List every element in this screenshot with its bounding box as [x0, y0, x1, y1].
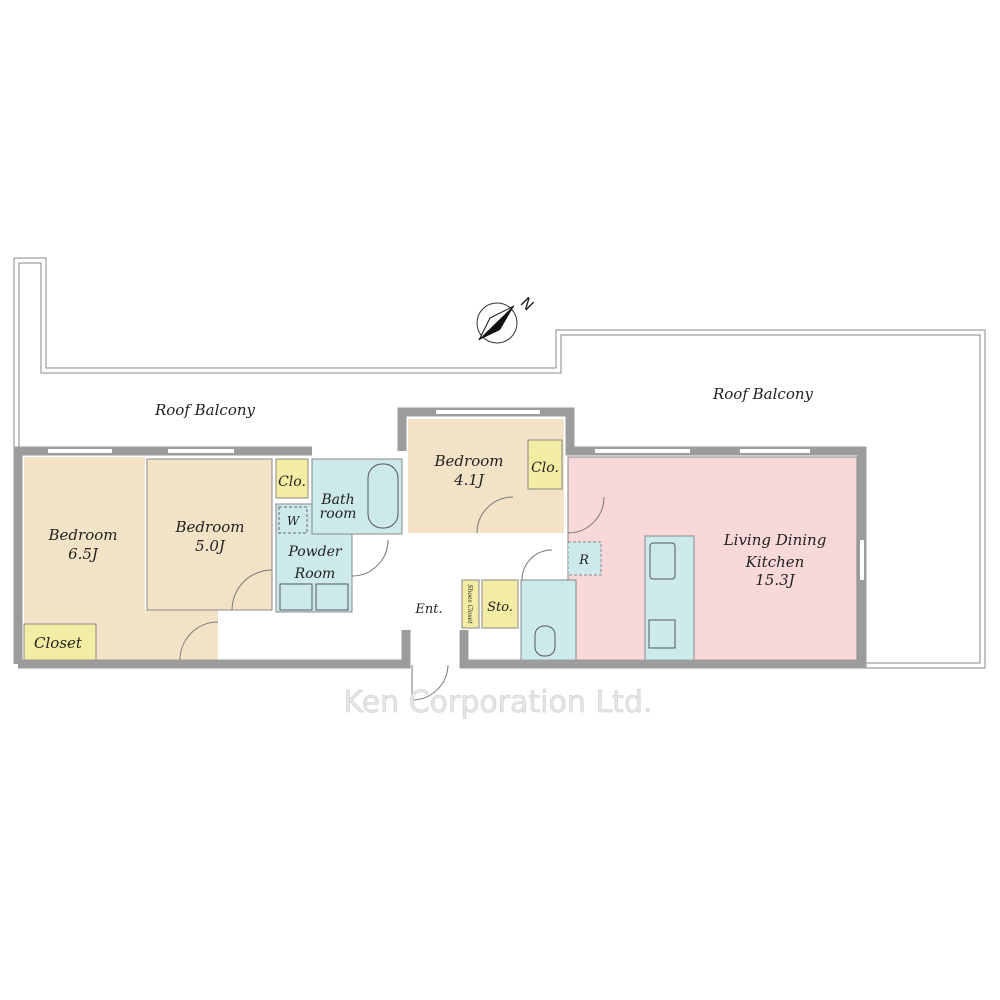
closet-3 [527, 439, 563, 490]
ldk [567, 456, 858, 661]
balcony-railing [13, 257, 986, 669]
room-name: Living Dining [723, 531, 827, 549]
powder-label: Powder [287, 544, 343, 560]
storage [481, 579, 519, 629]
north-label: N [517, 294, 538, 315]
room-size: 15.3J [755, 571, 795, 589]
sink-icon [279, 583, 313, 611]
room-size: 6.5J [68, 545, 99, 563]
bath-label: room [320, 506, 357, 522]
storage-label: Sto. [487, 600, 513, 615]
room-name: Bedroom [48, 526, 118, 544]
shoe-closet [461, 579, 480, 629]
north-arrow-icon: N [476, 294, 538, 344]
toilet-icon [534, 625, 556, 657]
bedroom-5-0j [146, 458, 273, 611]
watermark: Ken Corporation Ltd. [344, 685, 653, 720]
room-name: Bedroom [434, 452, 504, 470]
closet-2 [275, 458, 309, 499]
door-swings [179, 496, 605, 701]
entrance-label: Ent. [414, 602, 442, 617]
fridge-space [567, 541, 602, 576]
kitchen-sink-icon [649, 542, 676, 580]
windows [48, 410, 864, 580]
toilet-room [520, 579, 577, 661]
fridge-label: R [578, 553, 589, 568]
sink-icon [315, 583, 349, 611]
shoe-closet-label: Shoes Closet [466, 584, 473, 624]
room-size: 4.1J [453, 471, 485, 489]
washer-space [278, 506, 308, 534]
bathtub-icon [367, 463, 399, 529]
washer-label: W [287, 514, 301, 528]
stove-icon [648, 619, 676, 649]
room-size: 5.0J [195, 537, 226, 555]
closet [23, 623, 97, 661]
kitchen-counter [644, 535, 695, 661]
closet-label: Clo. [278, 474, 306, 490]
closet-label: Clo. [531, 460, 559, 476]
powder-label: Room [294, 566, 336, 582]
room-name: Bedroom [175, 518, 245, 536]
balcony-label: Roof Balcony [712, 385, 814, 403]
bedroom-6-5j-ext [145, 610, 218, 660]
closet-label: Closet [34, 634, 83, 652]
balcony-label: Roof Balcony [154, 401, 256, 419]
bath-label: Bath [320, 492, 354, 508]
room-name: Kitchen [745, 553, 805, 571]
